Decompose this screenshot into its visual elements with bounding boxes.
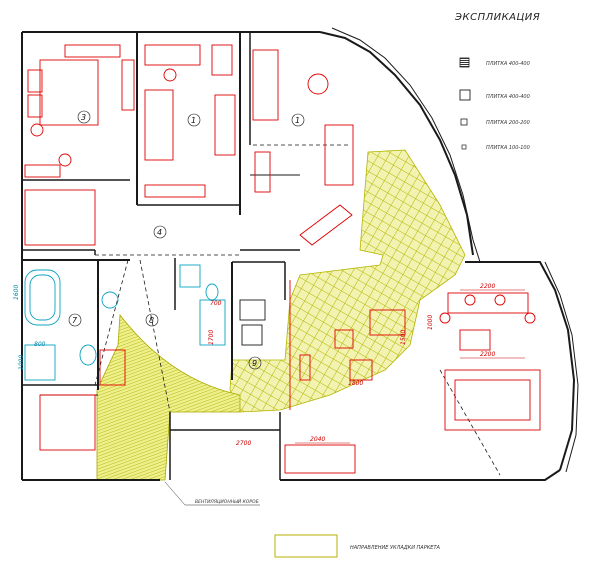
dim-shower-tray: 800 xyxy=(34,341,46,348)
legend-item-2: ПЛИТКА 400-400 xyxy=(486,94,530,100)
legend-swatch-tile-medium xyxy=(460,118,468,126)
hall-wardrobe xyxy=(39,394,96,451)
ventilation-shaft-label: ВЕНТИЛЯЦИОННЫЙ КОРОБ xyxy=(195,498,259,505)
cabinet-small xyxy=(299,354,311,381)
corner-desk xyxy=(299,204,353,246)
shower-tray xyxy=(24,344,56,381)
walls xyxy=(21,27,579,481)
bathtub xyxy=(24,269,61,326)
legend-item-1: ПЛИТКА 400-400 xyxy=(486,61,530,67)
dim-sofa-width: 2200 xyxy=(480,351,495,358)
single-bed xyxy=(144,89,174,161)
dim-tv-cabinet: 2040 xyxy=(310,436,325,443)
room-number: 3 xyxy=(81,113,86,122)
tv-cabinet xyxy=(284,444,356,474)
dining-chair-1 xyxy=(439,312,451,324)
dining-chair-group xyxy=(459,329,491,351)
bed-pillow-right xyxy=(27,94,43,118)
sofa-inner xyxy=(454,379,531,421)
legend-swatch-tile-small xyxy=(461,144,467,150)
room-number: 9 xyxy=(252,359,257,368)
legend-swatch-tile-large xyxy=(459,89,471,101)
bed-pillow-left xyxy=(27,69,43,93)
kitchen-stool-1 xyxy=(334,329,354,349)
dining-chair-3 xyxy=(464,294,476,306)
legend-swatch-tile-dark xyxy=(459,57,470,68)
wardrobe-1 xyxy=(214,94,236,156)
legend-parquet-label: НАПРАВЛЕНИЕ УКЛАДКИ ПАРКЕТА xyxy=(350,545,440,551)
dining-chair-2 xyxy=(524,312,536,324)
double-bed xyxy=(39,59,99,126)
toilet-2 xyxy=(205,283,219,301)
dim-stool: 1800 xyxy=(348,380,363,387)
cabinet xyxy=(254,151,271,193)
utility-box-2 xyxy=(241,324,263,346)
dim-bath-depth: 1000 xyxy=(18,355,25,370)
parquet-areas xyxy=(96,149,466,481)
dim-dining-depth: 1000 xyxy=(427,315,434,330)
room-number: 7 xyxy=(72,316,78,325)
sofa-small xyxy=(324,124,354,186)
room-number: 1 xyxy=(191,116,196,125)
bedroom-stool xyxy=(58,153,72,167)
dim-wc: 700 xyxy=(210,300,222,307)
dim-bathtub: 1600 xyxy=(13,285,20,300)
chest xyxy=(144,184,206,198)
bedroom-wardrobe xyxy=(64,44,121,58)
sink-2 xyxy=(179,264,201,288)
desk-chair xyxy=(163,68,177,82)
kitchen-island xyxy=(369,309,406,336)
legend: ЭКСПЛИКАЦИЯ ПЛИТКА 400-400 ПЛИТКА 400-40… xyxy=(274,12,540,558)
furniture xyxy=(24,44,541,474)
parquet-hall xyxy=(96,313,241,481)
plumbing xyxy=(24,264,266,381)
room-number: 1 xyxy=(295,116,300,125)
corner-sofa xyxy=(444,369,541,431)
dim-utility: 2700 xyxy=(236,440,251,447)
bedroom-shelf xyxy=(121,59,135,111)
dimensions: 2200 2200 1000 2040 1500 1800 1700 700 8… xyxy=(13,283,525,447)
room-number: 4 xyxy=(157,228,162,237)
parquet-living xyxy=(229,149,466,413)
legend-item-4: ПЛИТКА 100-100 xyxy=(486,145,530,151)
single-bed-2 xyxy=(252,49,279,121)
kitchen-stool-2 xyxy=(349,359,373,381)
dim-island: 1500 xyxy=(400,330,407,345)
room-labels: 3 1 1 4 7 8 9 xyxy=(68,110,305,370)
dining-chair-4 xyxy=(494,294,506,306)
toilet xyxy=(79,344,97,366)
dim-dining-width: 2200 xyxy=(480,283,495,290)
bedroom-dresser xyxy=(24,164,61,178)
walk-in-closet xyxy=(24,189,96,246)
room-number: 8 xyxy=(149,316,154,325)
dining-table xyxy=(447,292,529,314)
round-table xyxy=(307,73,329,95)
bathtub-inner xyxy=(29,274,56,321)
legend-item-3: ПЛИТКА 200-200 xyxy=(486,120,530,126)
sink-1 xyxy=(101,291,119,309)
bedside-lamp xyxy=(30,123,44,137)
entrance-note: ВЕНТИЛЯЦИОННЫЙ КОРОБ xyxy=(164,481,260,506)
shelf-unit xyxy=(211,44,233,76)
legend-title: ЭКСПЛИКАЦИЯ xyxy=(454,12,540,23)
utility-box-1 xyxy=(239,299,266,321)
legend-swatch-parquet xyxy=(274,534,338,558)
dim-shower: 1700 xyxy=(208,330,215,345)
desk xyxy=(144,44,201,66)
hall-cabinet xyxy=(99,349,126,386)
